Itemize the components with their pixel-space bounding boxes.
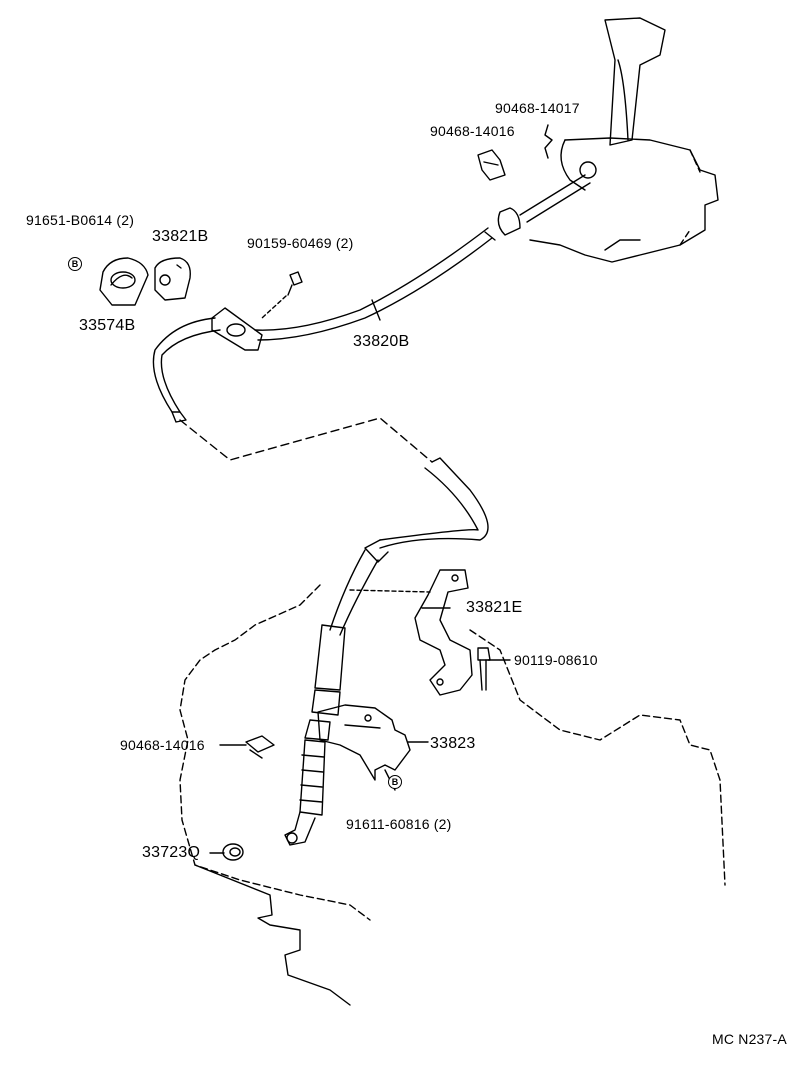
label-90119-08610: 90119-08610 [514,652,598,668]
b-marker-top: B [68,257,82,271]
label-90468-14016-top: 90468-14016 [430,123,515,139]
bracket-33821e [414,569,473,696]
transmission-lower [194,864,351,1006]
bracket-33823 [317,704,411,781]
bolt-90119 [477,647,491,691]
label-90159-60469: 90159-60469 (2) [247,235,354,251]
label-33723q: 33723Q [142,844,201,861]
label-33820b: 33820B [353,333,410,350]
dashed-connection [179,417,433,463]
label-33823: 33823 [430,735,476,752]
cable-grommet [211,307,263,351]
label-91611-60816: 91611-60816 (2) [346,816,452,832]
clip-90468-14017 [544,124,553,159]
label-33821e: 33821E [466,599,523,616]
plate-33821b [154,257,191,301]
b-marker-bottom: B [388,775,402,789]
leader-33820b [371,299,381,321]
clip-90468-bottom [245,735,275,759]
label-90468-14016-bottom: 90468-14016 [120,737,205,753]
label-91651-b0614: 91651-B0614 (2) [26,212,135,228]
clip-90468-14016-top [477,149,506,181]
cable-33820b [152,174,591,423]
diagram-code: MC N237-A [712,1031,787,1047]
transmission-outline [179,584,726,921]
lower-cable [284,457,489,846]
leader-bracket [349,589,431,593]
label-33574b: 33574B [79,317,136,334]
shift-lever-housing [529,17,719,263]
label-90468-14017: 90468-14017 [495,100,580,116]
plate-33574b [99,257,149,306]
label-33821b: 33821B [152,228,209,245]
bushing-33723q [222,843,244,861]
bolt-90159 [261,271,303,319]
